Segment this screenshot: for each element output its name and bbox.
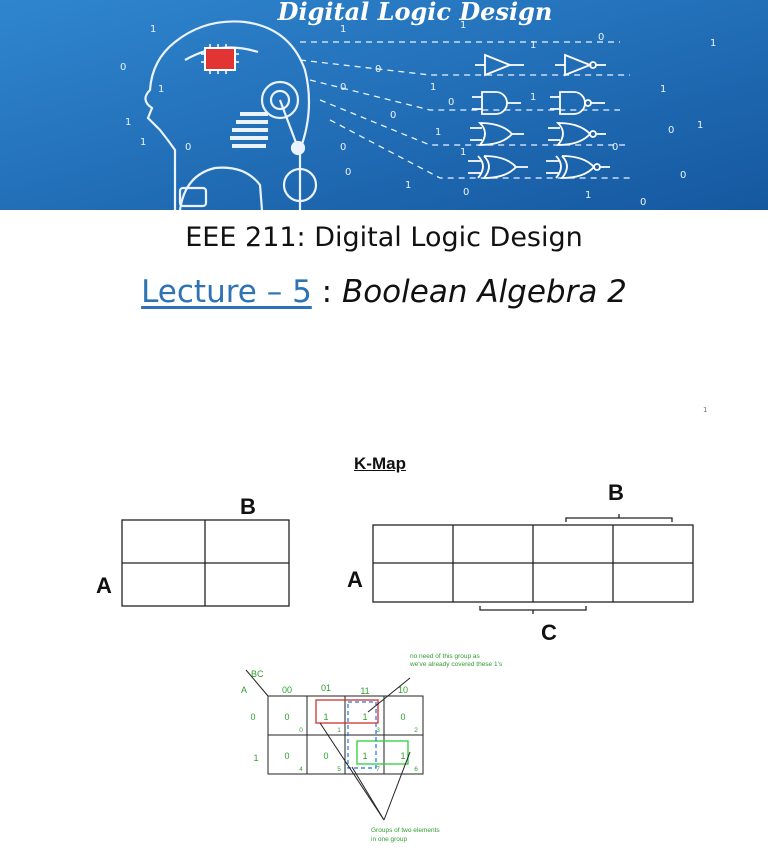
svg-text:0: 0	[120, 62, 126, 73]
lecture-separator: :	[311, 274, 342, 310]
row-header: 0	[250, 712, 255, 722]
cell-value: 1	[362, 712, 367, 722]
lecture-link[interactable]: Lecture – 5	[141, 274, 312, 310]
svg-text:0: 0	[680, 170, 686, 181]
svg-text:1: 1	[697, 120, 703, 131]
group-red	[315, 699, 379, 724]
kmap-title: K-Map	[354, 454, 406, 473]
kmap-corner-bc: BC	[251, 669, 264, 679]
robot-head-icon	[144, 20, 318, 210]
svg-text:1: 1	[530, 40, 536, 51]
cell-index: 2	[414, 727, 418, 734]
banner-title: Digital Logic Design	[277, 0, 553, 26]
cell-index: 7	[376, 766, 380, 773]
svg-text:0: 0	[375, 64, 381, 75]
course-title: EEE 211: Digital Logic Design	[185, 222, 583, 253]
page-number: 1	[703, 406, 708, 414]
cell-index: 6	[414, 766, 418, 773]
svg-text:1: 1	[430, 82, 436, 93]
svg-text:0: 0	[612, 142, 618, 153]
cell-value: 0	[400, 712, 405, 722]
lecture-heading: Lecture – 5 : Boolean Algebra 2	[0, 274, 768, 310]
dashed-connectors	[299, 41, 630, 179]
cell-index: 4	[299, 766, 303, 773]
svg-text:1: 1	[435, 127, 441, 138]
cell-value: 0	[284, 751, 289, 761]
svg-text:1: 1	[460, 20, 466, 31]
svg-text:0: 0	[345, 167, 351, 178]
col-header: 10	[398, 685, 408, 695]
note-top-line1: no need of this group as	[410, 653, 480, 660]
kmap2-label-a: A	[96, 573, 112, 598]
svg-text:1: 1	[340, 24, 346, 35]
group-green	[356, 740, 409, 765]
svg-text:0: 0	[448, 97, 454, 108]
cell-index: 3	[376, 727, 380, 734]
col-header: 01	[321, 683, 331, 693]
svg-text:0: 0	[390, 110, 396, 121]
cell-index: 0	[299, 727, 303, 734]
col-header: 11	[360, 686, 369, 696]
cell-value: 1	[362, 751, 367, 761]
note-bottom-line2: in one group	[371, 836, 408, 843]
svg-text:0: 0	[598, 32, 604, 43]
kmap-corner-a: A	[241, 685, 247, 695]
svg-text:0: 0	[340, 82, 346, 93]
cell-value: 0	[323, 751, 328, 761]
svg-text:0: 0	[668, 125, 674, 136]
kmap3-label-b: B	[608, 480, 624, 505]
banner-background	[0, 0, 768, 210]
svg-text:1: 1	[125, 117, 131, 128]
svg-text:0: 0	[185, 142, 191, 153]
svg-text:1: 1	[158, 84, 164, 95]
cell-value: 1	[323, 712, 328, 722]
svg-text:1: 1	[140, 137, 146, 148]
kmap3-label-a: A	[347, 567, 363, 592]
svg-text:1: 1	[710, 38, 716, 49]
kmap-3var	[372, 514, 694, 614]
group-blue-redundant	[347, 701, 377, 769]
note-bottom-line1: Groups of two elements	[371, 827, 440, 834]
cell-value: 1	[400, 751, 405, 761]
note-top-line2: we've already covered these 1's	[409, 661, 503, 668]
kmap3-label-c: C	[541, 620, 557, 645]
binary-digits: 1 0 1 1 0 0 0 1 1 0 0 1 1 0 1 1 0 1 0 1 …	[120, 20, 716, 208]
cell-index: 1	[337, 727, 341, 734]
kmap2-label-b: B	[240, 494, 256, 519]
logic-gates-icon	[468, 53, 610, 179]
svg-text:1: 1	[405, 180, 411, 191]
col-header: 00	[282, 685, 292, 695]
kmap-example: BC A 00 01 11 10 0 1 0 1 1 0 0 0 1 1 0 1…	[241, 653, 503, 843]
svg-text:1: 1	[150, 24, 156, 35]
cell-value: 0	[284, 712, 289, 722]
svg-text:0: 0	[463, 187, 469, 198]
kmap-diagrams: B A B A C BC A 00 01 11 10 0 1	[96, 480, 694, 843]
header-banner: 1 0 1 1 0 0 0 1 1 0 0 1 1 0 1 1 0 1 0 1 …	[0, 0, 768, 210]
svg-text:1: 1	[530, 92, 536, 103]
svg-text:1: 1	[585, 190, 591, 201]
kmap-2var	[121, 519, 290, 607]
cell-index: 5	[337, 766, 341, 773]
chip-icon	[201, 44, 239, 74]
svg-text:1: 1	[660, 84, 666, 95]
lecture-topic: Boolean Algebra 2	[341, 274, 627, 310]
svg-text:1: 1	[460, 147, 466, 158]
banner-illustration: 1 0 1 1 0 0 0 1 1 0 0 1 1 0 1 1 0 1 0 1 …	[0, 0, 768, 210]
svg-text:0: 0	[340, 142, 346, 153]
svg-text:0: 0	[640, 197, 646, 208]
row-header: 1	[253, 753, 258, 763]
